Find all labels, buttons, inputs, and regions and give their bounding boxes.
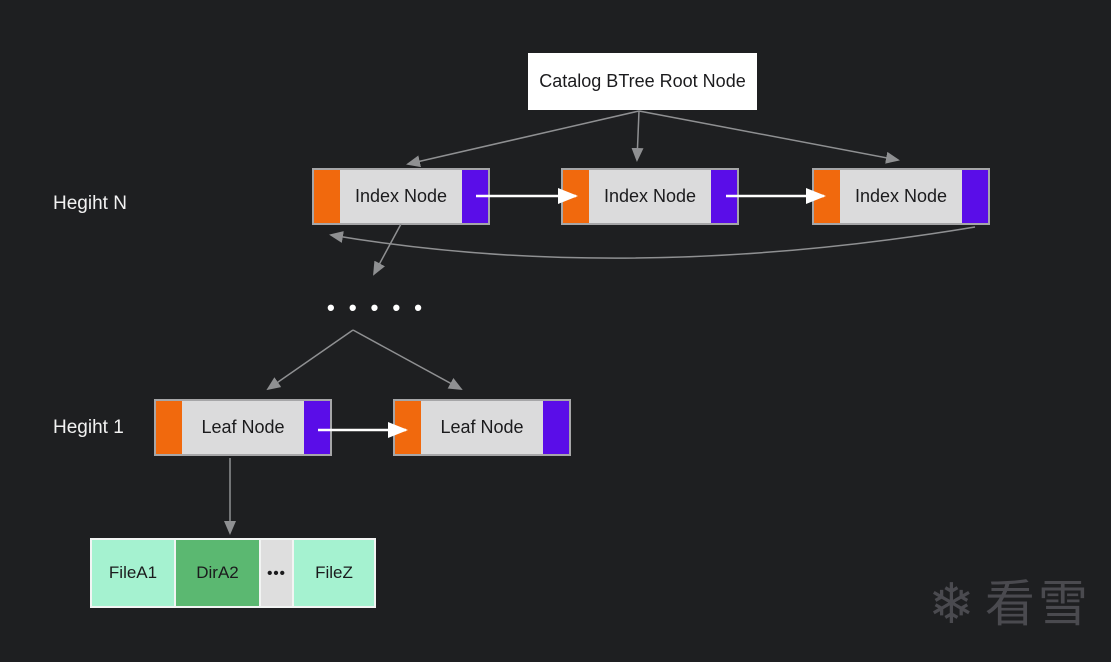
index-node-1-right-pointer-segment xyxy=(462,170,488,223)
file-cell-filea1: FileA1 xyxy=(92,540,174,606)
leaf-node-2-label: Leaf Node xyxy=(421,401,543,454)
file-cell-ellipsis: ••• xyxy=(261,540,292,606)
index-node-3: Index Node xyxy=(812,168,990,225)
arrow-root-to-index3 xyxy=(638,110,900,164)
watermark: ❄ 看雪 xyxy=(928,576,1091,632)
leaf-node-2: Leaf Node xyxy=(393,399,571,456)
index-node-3-left-pointer-segment xyxy=(814,170,840,223)
root-node: Catalog BTree Root Node xyxy=(528,53,757,110)
arrow-index1-to-ellipsis xyxy=(373,223,402,276)
arrow-root-to-index1 xyxy=(406,110,640,168)
index-node-3-right-pointer-segment xyxy=(962,170,988,223)
arrow-root-to-index2 xyxy=(631,110,644,162)
index-node-3-label: Index Node xyxy=(840,170,962,223)
file-record-strip: FileA1 DirA2 ••• FileZ xyxy=(90,538,376,608)
arrow-ellipsis-to-leaf1 xyxy=(266,329,354,391)
arrow-ellipsis-to-leaf2 xyxy=(352,329,463,390)
watermark-text: 看雪 xyxy=(984,575,1091,632)
index-node-2: Index Node xyxy=(561,168,739,225)
leaf-node-1: Leaf Node xyxy=(154,399,332,456)
leaf-node-1-label: Leaf Node xyxy=(182,401,304,454)
index-node-1-left-pointer-segment xyxy=(314,170,340,223)
leaf-node-1-right-pointer-segment xyxy=(304,401,330,454)
level-ellipsis-dots: • • • • • xyxy=(327,295,426,320)
height-n-label: Hegiht N xyxy=(53,193,127,214)
curve-index3-back-to-index1 xyxy=(329,226,976,259)
index-node-1-label: Index Node xyxy=(340,170,462,223)
index-node-2-right-pointer-segment xyxy=(711,170,737,223)
snowflake-icon: ❄ xyxy=(928,572,975,635)
leaf-node-2-left-pointer-segment xyxy=(395,401,421,454)
root-node-label: Catalog BTree Root Node xyxy=(539,71,746,91)
height-1-label: Hegiht 1 xyxy=(53,417,124,438)
index-node-2-label: Index Node xyxy=(589,170,711,223)
leaf-node-1-left-pointer-segment xyxy=(156,401,182,454)
index-node-1: Index Node xyxy=(312,168,490,225)
file-cell-dira2: DirA2 xyxy=(176,540,259,606)
index-node-2-left-pointer-segment xyxy=(563,170,589,223)
file-cell-filez: FileZ xyxy=(294,540,374,606)
leaf-node-2-right-pointer-segment xyxy=(543,401,569,454)
